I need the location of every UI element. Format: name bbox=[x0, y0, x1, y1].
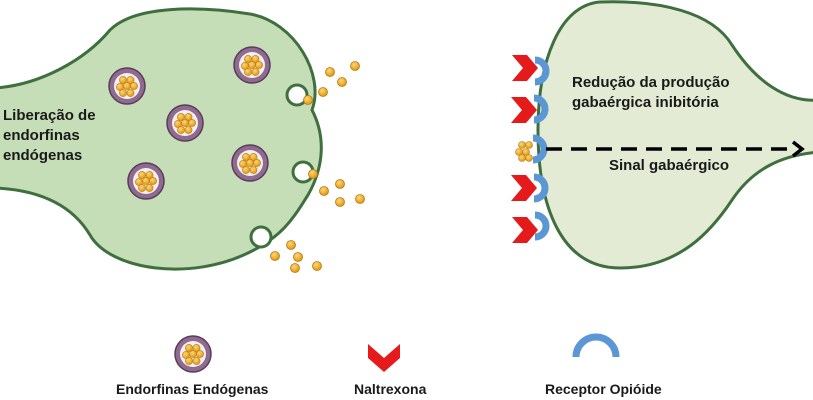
arrow-head bbox=[791, 140, 805, 158]
bound-endorphins bbox=[515, 141, 533, 162]
postsynaptic-neuron bbox=[536, 0, 813, 270]
legend-naltrexone-icon bbox=[368, 344, 400, 372]
legend-endorphins-label: Endorfinas Endógenas bbox=[116, 381, 269, 397]
signal-label: Sinal gabaérgico bbox=[609, 157, 730, 174]
postsynaptic-label: Redução da produção gabaérgica inibitóri… bbox=[572, 74, 730, 111]
legend-endorphin-icon bbox=[174, 335, 212, 373]
endorphin-vesicle bbox=[127, 162, 165, 200]
legend-receptor-icon bbox=[572, 333, 620, 358]
legend-naltrexone-label: Naltrexona bbox=[354, 381, 427, 397]
exocytosis-pocket bbox=[285, 83, 309, 107]
endorphin-vesicle bbox=[231, 144, 269, 182]
exocytosis-pocket bbox=[249, 225, 273, 249]
endorphin-vesicle bbox=[166, 104, 204, 142]
legend-receptor-label: Receptor Opióide bbox=[545, 381, 662, 397]
endorphin-vesicle bbox=[108, 67, 146, 105]
presynaptic-label: Liberação de endorfinas endógenas bbox=[3, 107, 96, 164]
endorphin-vesicle bbox=[233, 46, 271, 84]
